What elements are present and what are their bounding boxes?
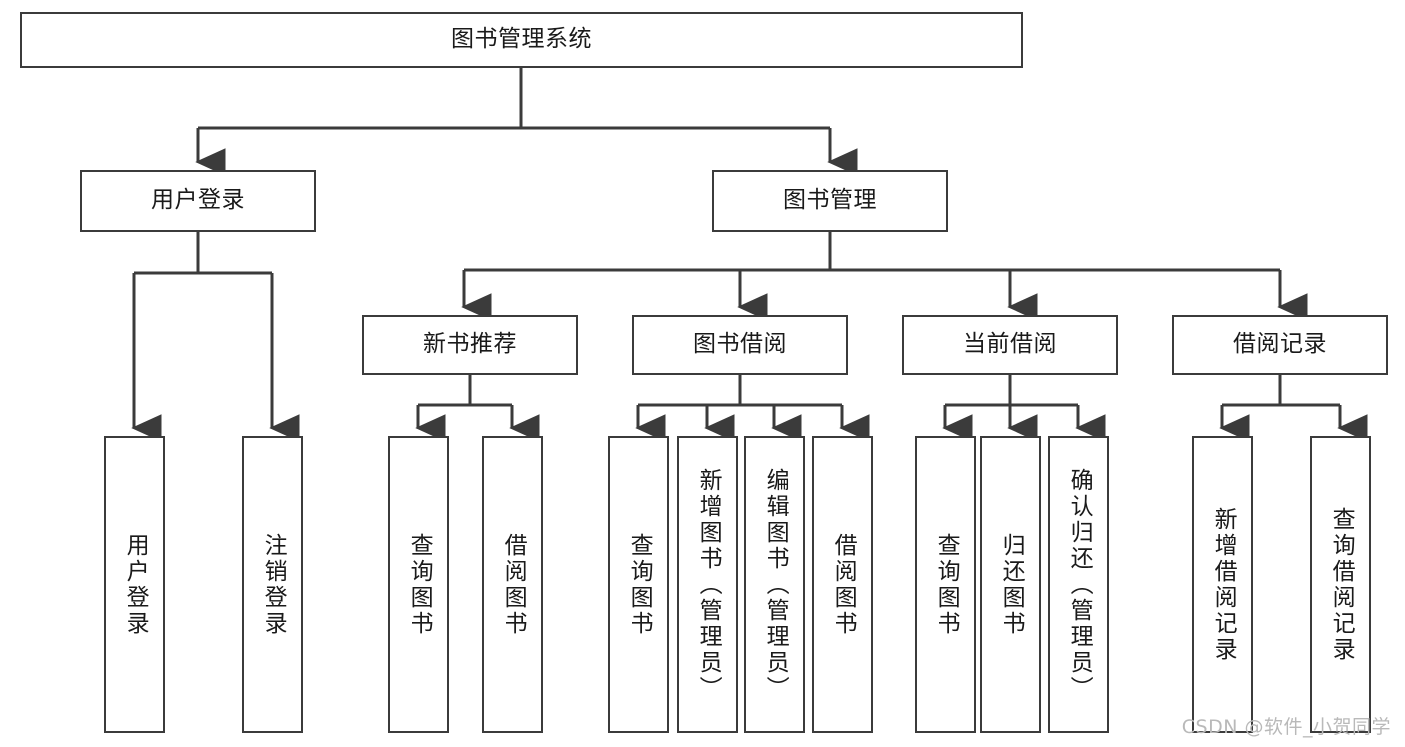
node-user-login-label: 用户登录 (151, 187, 245, 214)
node-leaf-borrow-book-2-label: 借阅图书 (830, 532, 857, 637)
node-leaf-query-record-label: 查询借阅记录 (1328, 506, 1355, 663)
node-leaf-user-login[interactable]: 用户登录 (104, 436, 165, 733)
node-leaf-query-book-3-label: 查询图书 (933, 532, 960, 637)
node-leaf-borrow-book-1-label: 借阅图书 (500, 532, 527, 637)
node-book-borrow-label: 图书借阅 (693, 331, 787, 358)
node-leaf-edit-book[interactable]: 编辑图书（管理员） (744, 436, 805, 733)
node-current-borrow-label: 当前借阅 (963, 331, 1057, 358)
node-leaf-confirm-return[interactable]: 确认归还（管理员） (1048, 436, 1109, 733)
node-borrow-record-label: 借阅记录 (1233, 331, 1327, 358)
node-root[interactable]: 图书管理系统 (20, 12, 1023, 68)
node-leaf-logout-label: 注销登录 (260, 532, 287, 637)
node-current-borrow[interactable]: 当前借阅 (902, 315, 1118, 375)
node-leaf-return-book[interactable]: 归还图书 (980, 436, 1041, 733)
node-leaf-add-book-label: 新增图书（管理员） (695, 467, 722, 702)
node-leaf-logout[interactable]: 注销登录 (242, 436, 303, 733)
node-book-manage-label: 图书管理 (783, 187, 877, 214)
node-leaf-query-book-2-label: 查询图书 (626, 532, 653, 637)
node-root-label: 图书管理系统 (451, 26, 592, 53)
node-leaf-add-book[interactable]: 新增图书（管理员） (677, 436, 738, 733)
node-leaf-borrow-book-1[interactable]: 借阅图书 (482, 436, 543, 733)
node-user-login[interactable]: 用户登录 (80, 170, 316, 232)
node-leaf-query-book-2[interactable]: 查询图书 (608, 436, 669, 733)
node-leaf-query-record[interactable]: 查询借阅记录 (1310, 436, 1371, 733)
node-book-borrow[interactable]: 图书借阅 (632, 315, 848, 375)
node-new-book-rec-label: 新书推荐 (423, 331, 517, 358)
node-leaf-return-book-label: 归还图书 (998, 532, 1025, 637)
node-leaf-confirm-return-label: 确认归还（管理员） (1066, 467, 1093, 702)
node-leaf-add-record-label: 新增借阅记录 (1210, 506, 1237, 663)
node-leaf-edit-book-label: 编辑图书（管理员） (762, 467, 789, 702)
node-leaf-borrow-book-2[interactable]: 借阅图书 (812, 436, 873, 733)
node-leaf-query-book-1-label: 查询图书 (406, 532, 433, 637)
node-leaf-user-login-label: 用户登录 (122, 532, 149, 637)
node-leaf-add-record[interactable]: 新增借阅记录 (1192, 436, 1253, 733)
node-leaf-query-book-3[interactable]: 查询图书 (915, 436, 976, 733)
node-book-manage[interactable]: 图书管理 (712, 170, 948, 232)
node-borrow-record[interactable]: 借阅记录 (1172, 315, 1388, 375)
node-new-book-rec[interactable]: 新书推荐 (362, 315, 578, 375)
node-leaf-query-book-1[interactable]: 查询图书 (388, 436, 449, 733)
watermark: CSDN @软件_小贺同学 (1181, 716, 1391, 738)
